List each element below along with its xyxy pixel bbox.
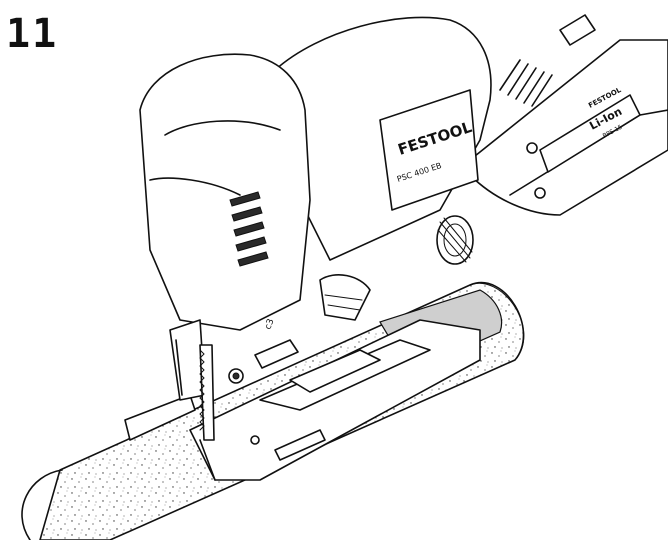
vent-slots [229,191,269,267]
speed-dial[interactable] [436,215,474,265]
jigsaw-body: FESTOOL PSC 400 EB [139,16,492,331]
setting-mark: c3 [263,318,276,331]
saw-blade [199,344,215,441]
blade-guide: c3 [169,274,371,401]
battery-grip-ribs [499,59,553,107]
screw-icon [250,435,260,445]
screw-icon [534,187,546,199]
base-plate [124,319,481,481]
screw-icon [526,142,538,154]
battery-pack: FESTOOL Li-Ion BPS 15 [469,14,668,216]
figure-number: 11 [6,11,59,57]
